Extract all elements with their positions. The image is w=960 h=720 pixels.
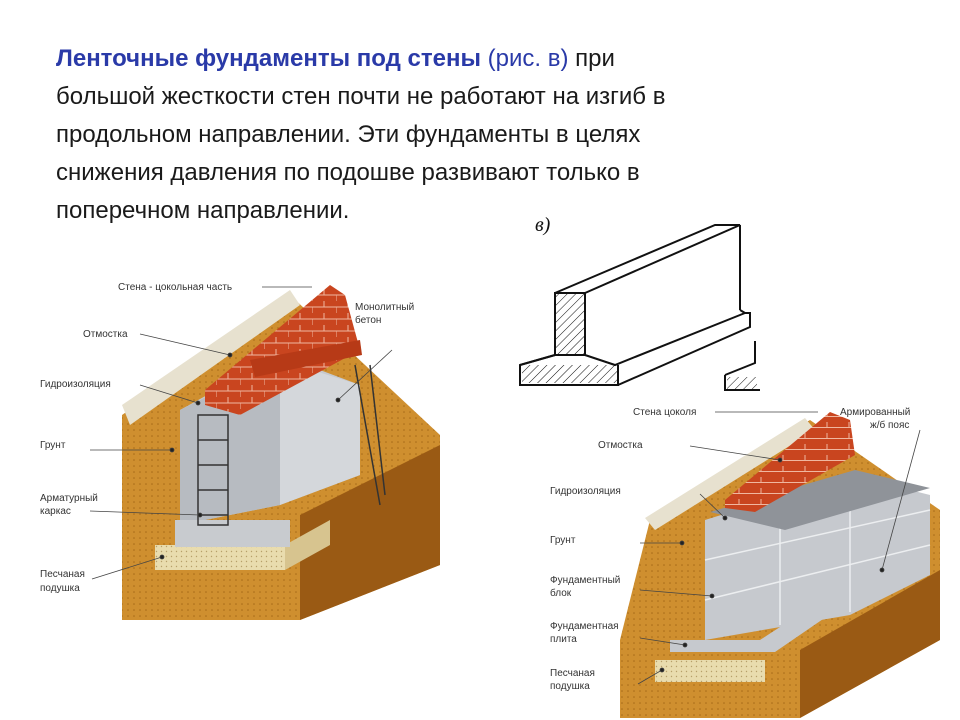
label-block-2: блок [550, 587, 572, 599]
label-slab-2: плита [550, 634, 577, 645]
label-soil-2: Грунт [550, 535, 576, 546]
label-frame-2: каркас [40, 506, 71, 517]
label-cushion-1: Песчаная [40, 569, 85, 580]
label-concrete-2: бетон [355, 314, 381, 326]
line4: снижения давления по подошве развивают т… [56, 159, 640, 186]
label-belt-2: ж/б пояс [870, 419, 909, 431]
label-block-1: Фундаментный [550, 575, 620, 586]
label-blind-area-2: Отмостка [598, 440, 643, 451]
description-paragraph: Ленточные фундаменты под стены (рис. в) … [56, 40, 856, 230]
label-cushion-1-2: Песчаная [550, 668, 595, 679]
line2: большой жесткости стен почти не работают… [56, 83, 666, 110]
label-slab-1: Фундаментная [550, 621, 619, 632]
label-wall-base: Стена цоколя [633, 407, 696, 418]
label-belt-1: Армированный [840, 407, 910, 418]
figure-b-label: в) [535, 214, 551, 236]
block-foundation-diagram: Стена цоколя Армированный ж/б пояс Отмос… [550, 407, 940, 718]
label-wall: Стена - цокольная часть [118, 282, 232, 293]
label-cushion-2-2: подушка [550, 681, 590, 692]
label-blind-area: Отмостка [83, 329, 128, 340]
heading-text: Ленточные фундаменты под стены [56, 45, 481, 72]
label-frame-1: Арматурный [40, 493, 98, 504]
line5: поперечном направлении. [56, 197, 350, 224]
strip-foundation-drawing [519, 224, 760, 391]
label-concrete-1: Монолитный [355, 302, 414, 313]
label-waterproofing-2: Гидроизоляция [550, 486, 621, 497]
label-soil: Грунт [40, 440, 66, 451]
line3: продольном направлении. Эти фундаменты в… [56, 121, 641, 148]
label-waterproofing: Гидроизоляция [40, 379, 111, 390]
line1-rest: при [575, 45, 615, 72]
figure-reference: (рис. в) [487, 45, 569, 72]
monolithic-foundation-diagram: Стена - цокольная часть Монолитный бетон… [40, 282, 440, 620]
label-cushion-2: подушка [40, 583, 80, 594]
